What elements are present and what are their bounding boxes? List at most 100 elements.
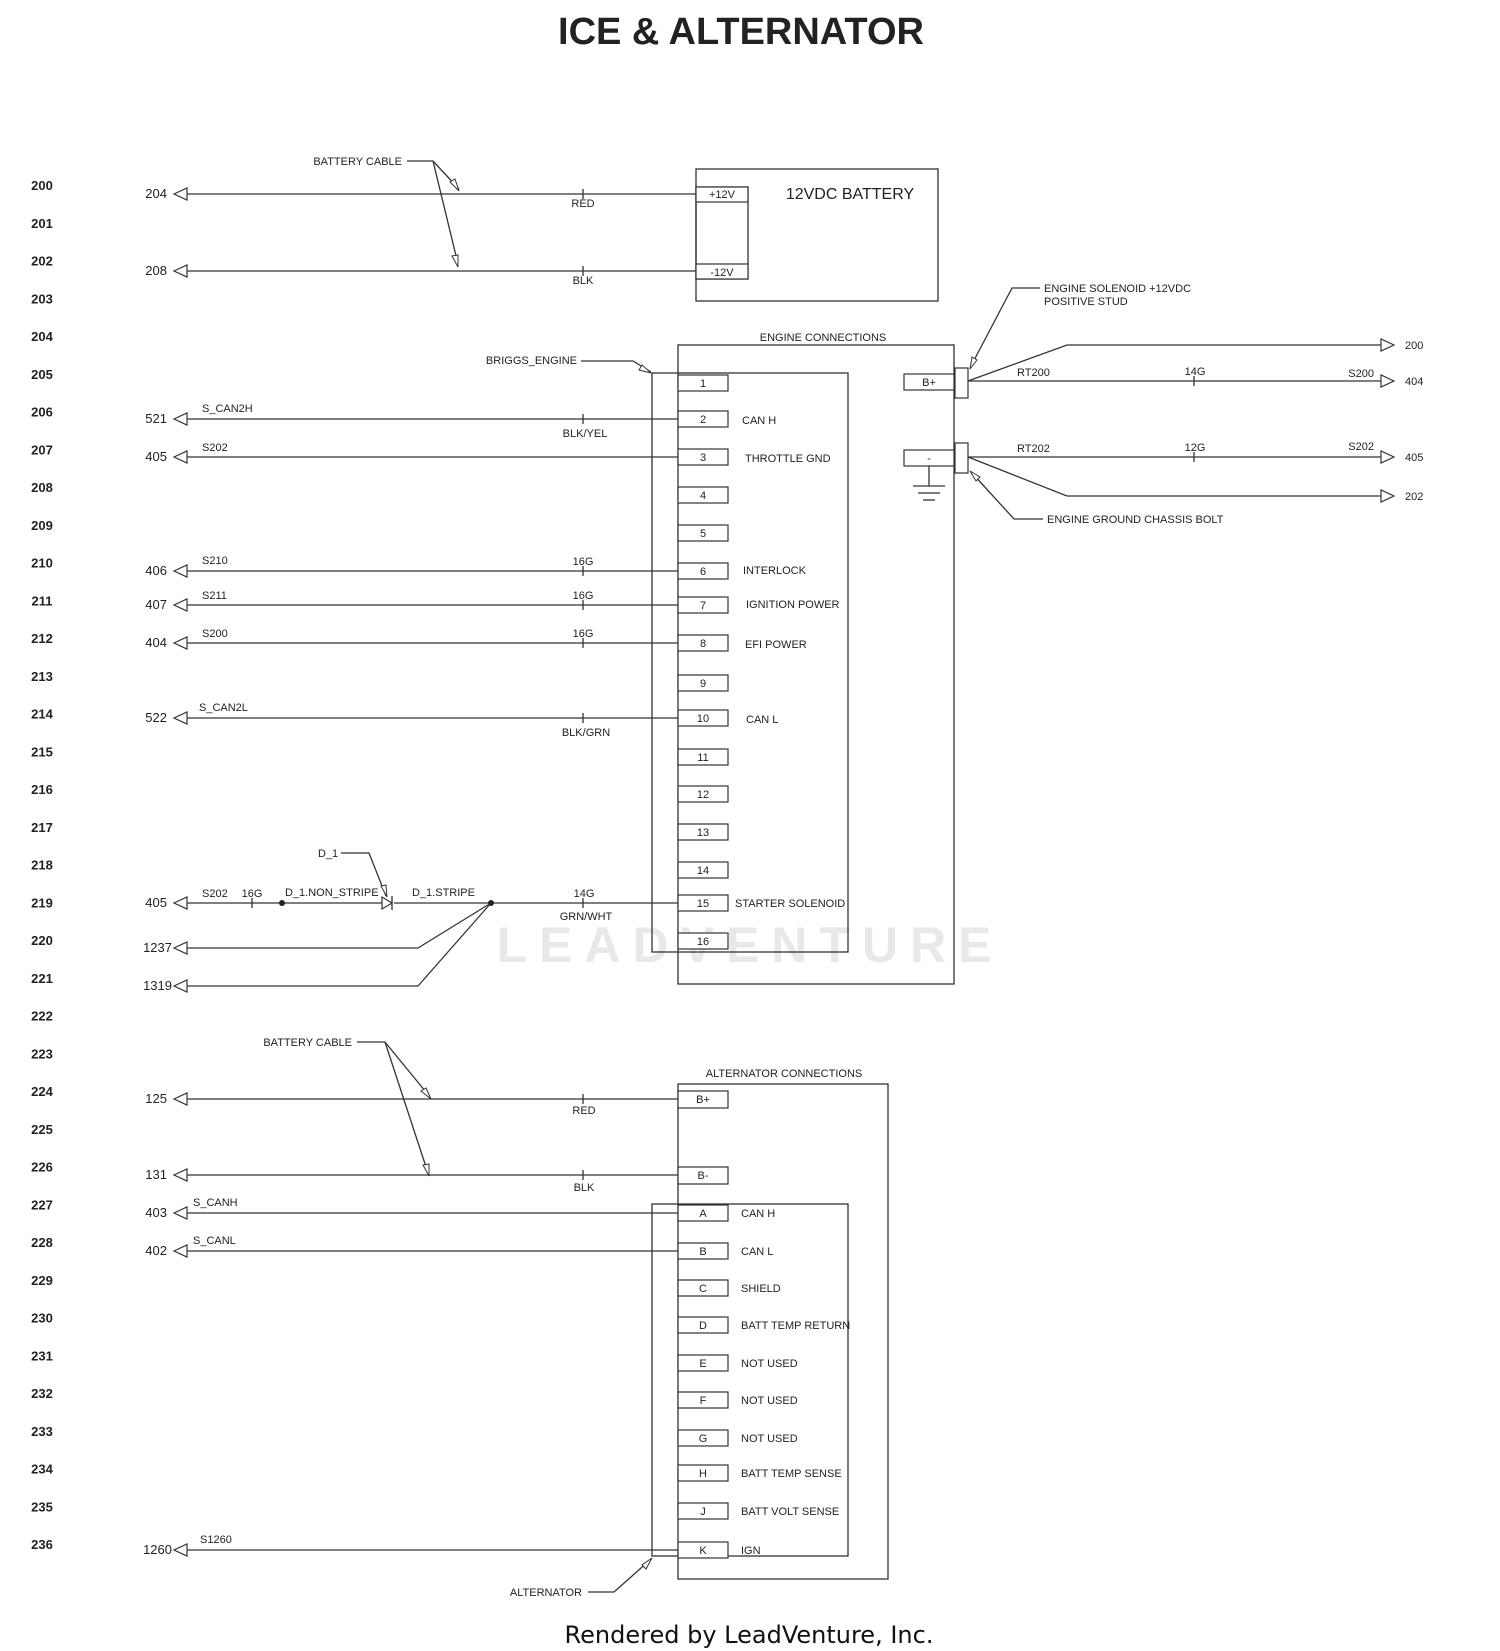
alternator-pin-name: BATT TEMP RETURN (741, 1320, 850, 1332)
alternator-connector-box (651, 1203, 849, 1557)
page-title: ICE & ALTERNATOR (558, 11, 924, 53)
alternator-pin-letter: K (699, 1545, 707, 1557)
engine-pin7-name: IGNITION POWER (746, 599, 840, 611)
wire-ref-405-a: 405 (145, 449, 167, 464)
wire-ref-407: 407 (145, 597, 167, 612)
alternator-pin-letter: D (699, 1320, 707, 1332)
alternator-pin-letter: C (699, 1283, 707, 1295)
engine-pin-number: 16 (697, 936, 709, 948)
alternator-pin-box (677, 1279, 729, 1297)
engine-pin-box (677, 785, 729, 803)
row-number: 232 (31, 1386, 53, 1401)
engine-minus-stud (954, 442, 969, 474)
ground-note: ENGINE GROUND CHASSIS BOLT (1047, 514, 1224, 526)
alternator-pin-name: CAN H (741, 1208, 775, 1220)
alternator-connections-header: ALTERNATOR CONNECTIONS (706, 1068, 862, 1080)
battery-section: +12V -12V 12VDC BATTERY 204 208 RED BLK … (145, 156, 939, 302)
gauge-14g-p15: 14G (574, 888, 595, 900)
engine-pin-box (677, 374, 729, 392)
splice-s202-a: S202 (202, 442, 228, 454)
engine-bplus-terminal (903, 373, 955, 391)
engine-connector-box (651, 372, 849, 953)
row-number: 234 (31, 1462, 53, 1477)
row-number: 228 (31, 1235, 53, 1250)
alt-wire-color-red: RED (572, 1105, 595, 1117)
row-number: 203 (31, 291, 53, 306)
alternator-pin-name: SHIELD (741, 1283, 781, 1295)
engine-pin-number: 2 (700, 414, 706, 426)
engine-left-wires: 521 S_CAN2H BLK/YEL 405 S202 406 S210 16… (143, 403, 678, 993)
engine-pin-number: 7 (700, 600, 706, 612)
alternator-pin-letter: J (700, 1506, 706, 1518)
wire-208-arrow (172, 264, 188, 278)
solenoid-note-line1: ENGINE SOLENOID +12VDC (1044, 283, 1191, 295)
wire-color-blk: BLK (573, 275, 594, 287)
row-number: 230 (31, 1311, 53, 1326)
alternator-pin-box (677, 1316, 729, 1334)
alternator-pin-name: NOT USED (741, 1358, 798, 1370)
engine-pin-box (677, 524, 729, 542)
watermark-text: LEADVENTURE (496, 917, 1003, 973)
engine-bplus-stud (954, 367, 969, 399)
alternator-pin-box (677, 1391, 729, 1409)
diode-symbol (381, 895, 394, 911)
battery-neg-label: -12V (710, 267, 734, 279)
row-number: 213 (31, 669, 53, 684)
row-number: 207 (31, 442, 53, 457)
row-number: 200 (31, 178, 53, 193)
splice-s210: S210 (202, 555, 228, 567)
alternator-pin-name: CAN L (741, 1246, 773, 1258)
engine-pin10-name: CAN L (746, 714, 778, 726)
row-number-column: 2002012022032042052062072082092102112122… (31, 178, 53, 1552)
row-number: 223 (31, 1046, 53, 1061)
row-number: 225 (31, 1122, 53, 1137)
alternator-bminus-label: B- (698, 1170, 709, 1182)
row-number: 235 (31, 1499, 53, 1514)
alternator-pin-box (677, 1464, 729, 1482)
wire-ref-1319: 1319 (143, 978, 172, 993)
engine-pin-number: 5 (700, 528, 706, 540)
splice-s211: S211 (202, 590, 227, 602)
alternator-pin-name: BATT TEMP SENSE (741, 1468, 842, 1480)
alt-wire-color-blk: BLK (574, 1182, 595, 1194)
circuit-rt200: RT200 (1017, 367, 1050, 379)
alternator-pin-name: NOT USED (741, 1395, 798, 1407)
engine-pin-number: 14 (697, 865, 709, 877)
engine-pin-number: 13 (697, 827, 709, 839)
splice-s202-right: S202 (1348, 441, 1374, 453)
diode-non-stripe-label: D_1.NON_STRIPE (285, 887, 379, 899)
wire-ref-521: 521 (145, 411, 167, 426)
row-number: 202 (31, 254, 53, 269)
engine-connections-header: ENGINE CONNECTIONS (760, 332, 887, 344)
alternator-pin-letter: A (699, 1208, 707, 1220)
gauge-16g-p15-left: 16G (242, 888, 263, 900)
engine-pin2-name: CAN H (742, 415, 776, 427)
splice-s200-right: S200 (1348, 368, 1374, 380)
engine-pin-number: 11 (697, 752, 708, 764)
engine-pin15-name: STARTER SOLENOID (735, 898, 845, 910)
battery-pos-label: +12V (709, 189, 736, 201)
alternator-pin-name: IGN (741, 1545, 761, 1557)
wire-ref-404: 404 (145, 635, 167, 650)
splice-s-canl: S_CANL (193, 1235, 236, 1247)
wire-ref-405-right: 405 (1405, 452, 1423, 464)
alternator-pin-box (677, 1354, 729, 1372)
engine-pin-box (677, 932, 729, 950)
row-number: 205 (31, 367, 53, 382)
splice-s-canh: S_CANH (193, 1197, 238, 1209)
row-number: 224 (31, 1084, 53, 1099)
gauge-16g-p6: 16G (573, 556, 594, 568)
wire-ref-522: 522 (145, 710, 167, 725)
junction-dot-left (279, 900, 285, 906)
alternator-pin-letter: H (699, 1468, 707, 1480)
battery-cable-label: BATTERY CABLE (313, 156, 402, 168)
gauge-14g-rt200: 14G (1185, 366, 1206, 378)
alternator-pin-name: NOT USED (741, 1433, 798, 1445)
alternator-pin-box (677, 1429, 729, 1447)
wire-ref-202: 202 (1405, 491, 1423, 503)
wire-204-arrow (172, 187, 188, 201)
